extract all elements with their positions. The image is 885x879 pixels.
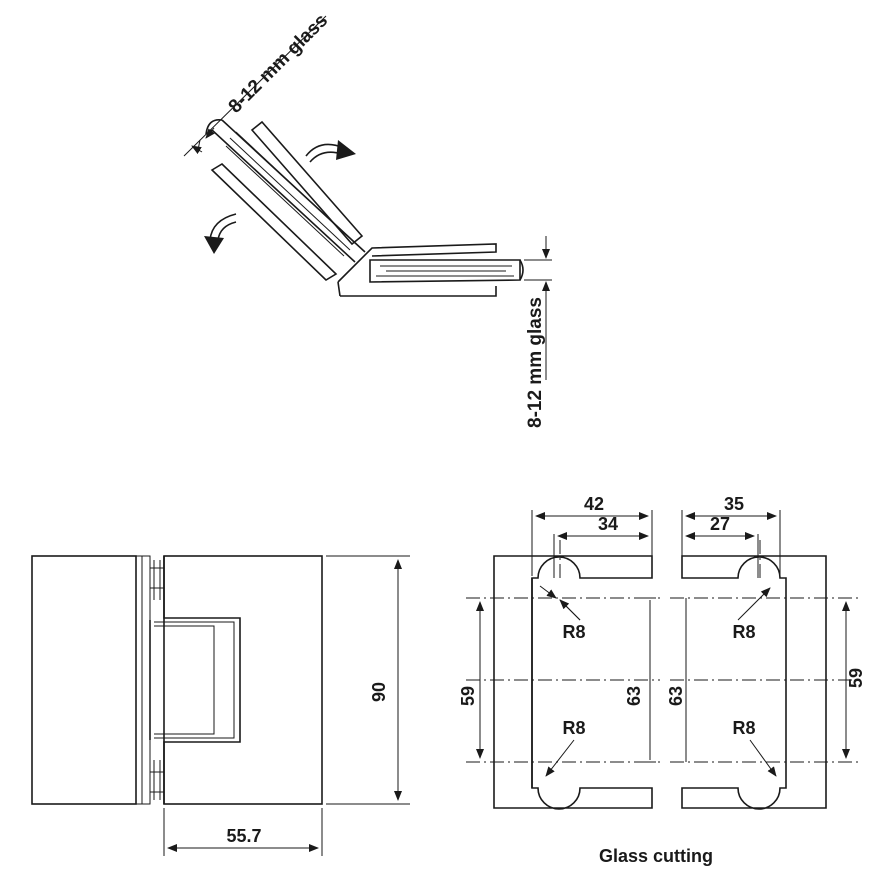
dim-left-panel-63: 63 <box>624 686 644 706</box>
hinge-front-view <box>31 555 410 856</box>
dim-right-panel-63: 63 <box>666 686 686 706</box>
glass-thickness-label-right: 8-12 mm glass <box>525 297 546 428</box>
dim-left-hole-spacing-59: 59 <box>458 686 478 706</box>
dim-right-cut-35: 35 <box>724 494 744 514</box>
radius-label-top-right: R8 <box>732 622 755 642</box>
glass-thickness-label-top: 8-12 mm glass <box>225 10 332 117</box>
radius-label-top-left: R8 <box>562 622 585 642</box>
hinge-perspective-view <box>183 15 552 380</box>
dim-right-cut-27: 27 <box>710 514 730 534</box>
dim-left-cut-42: 42 <box>584 494 604 514</box>
dim-height-90: 90 <box>369 682 389 702</box>
glass-cutting-left-panel <box>466 510 660 810</box>
dim-left-cut-34: 34 <box>598 514 618 534</box>
dim-right-hole-spacing-59: 59 <box>846 668 866 688</box>
glass-cutting-caption: Glass cutting <box>599 846 713 866</box>
radius-label-bottom-left: R8 <box>562 718 585 738</box>
glass-cutting-right-panel <box>670 510 860 810</box>
radius-label-bottom-right: R8 <box>732 718 755 738</box>
dim-offset-55-7: 55.7 <box>226 826 261 846</box>
